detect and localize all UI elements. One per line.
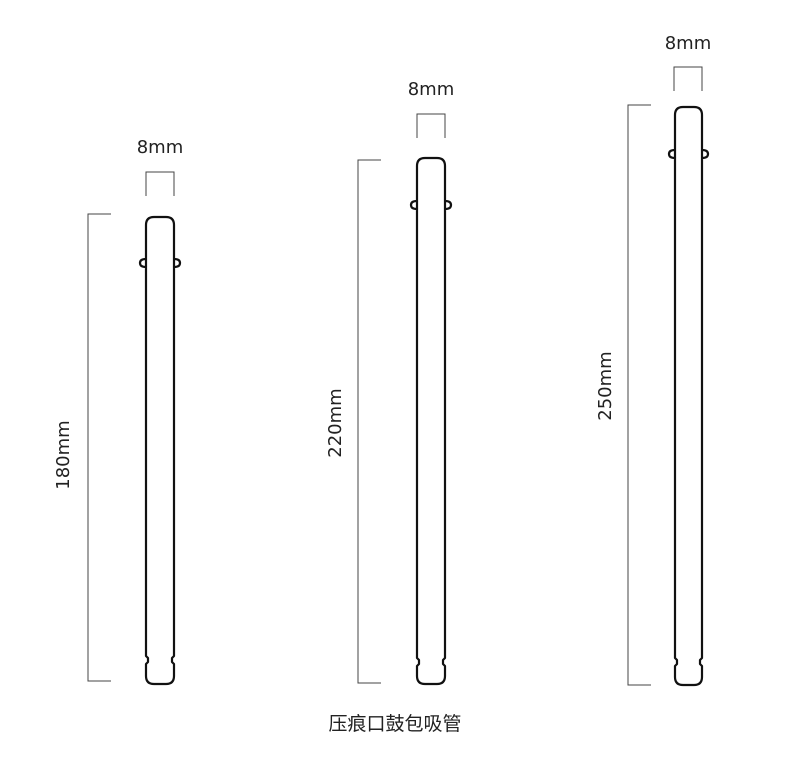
straw-1-bulge-seam xyxy=(144,259,176,267)
diagram-caption: 压痕口鼓包吸管 xyxy=(328,713,462,735)
straw-2-width-bracket xyxy=(416,113,446,138)
straw-2-bulge-seam xyxy=(415,201,447,209)
straw-2-group: 8mm 220mm xyxy=(325,79,455,686)
straw-1-group: 8mm 180mm xyxy=(53,137,184,686)
straw-3-bulge-seam xyxy=(673,150,704,158)
straw-3-width-bracket xyxy=(673,66,703,91)
straw-3-length-label: 250mm xyxy=(595,351,616,420)
straw-1-body xyxy=(138,215,182,686)
straw-2-length-label: 220mm xyxy=(325,388,346,457)
straw-3-length-bracket xyxy=(627,104,651,686)
straw-3-body xyxy=(667,105,710,687)
straw-1-length-label: 180mm xyxy=(53,420,74,489)
straw-2-width-label: 8mm xyxy=(408,79,455,100)
straw-3-width-label: 8mm xyxy=(665,33,712,54)
straw-1-width-label: 8mm xyxy=(137,137,184,158)
straw-1-width-bracket xyxy=(145,171,175,196)
straw-3-group: 8mm 250mm xyxy=(595,33,712,687)
straw-1-length-bracket xyxy=(87,213,111,682)
straw-2-body xyxy=(409,156,453,686)
straw-2-length-bracket xyxy=(357,159,381,684)
